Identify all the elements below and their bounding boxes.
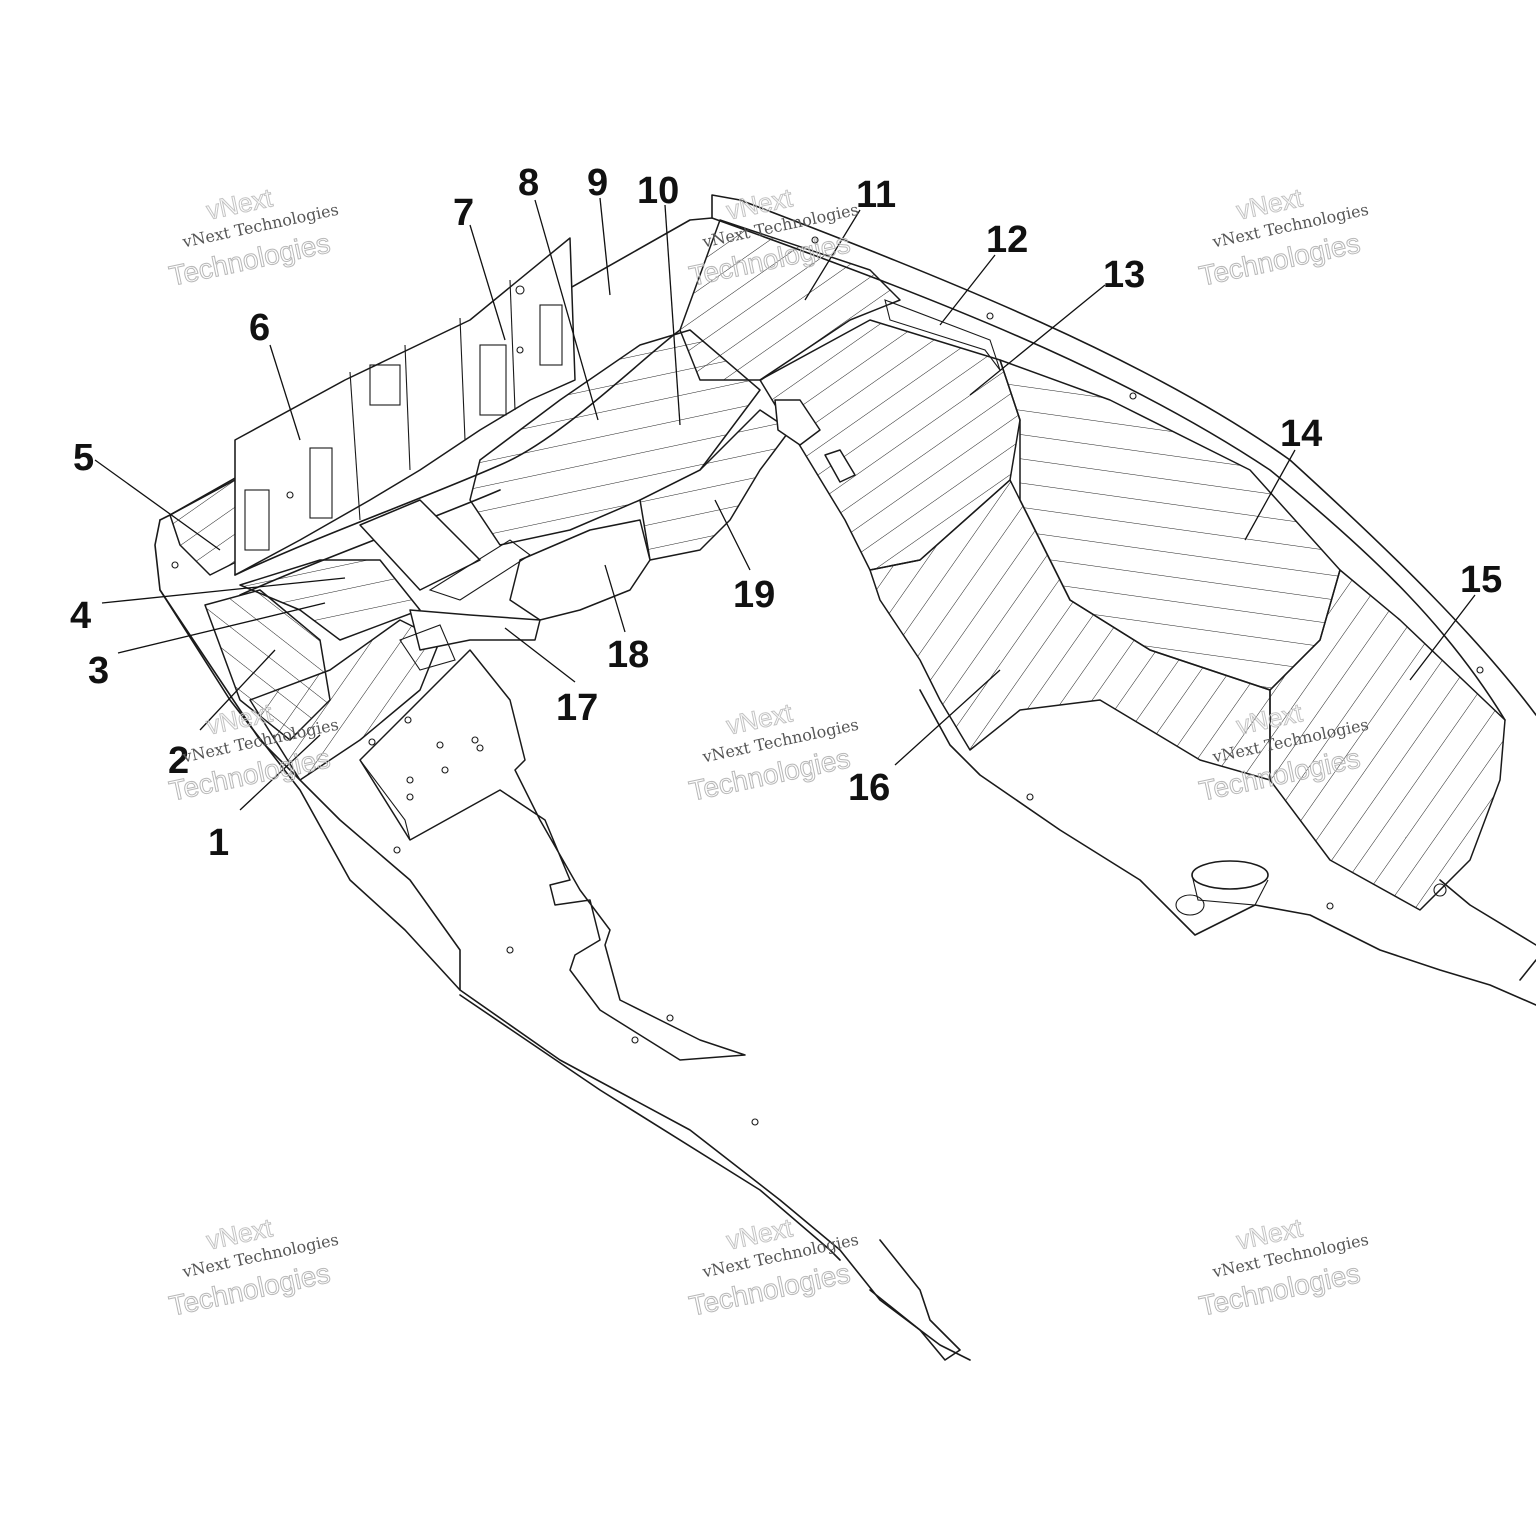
watermark: vNext vNext Technologies Technologies (166, 1212, 340, 1322)
watermark: vNext vNext Technologies Technologies (166, 182, 340, 292)
callout-7: 7 (453, 192, 474, 234)
callout-13: 13 (1103, 254, 1145, 296)
panel-16 (869, 479, 1271, 781)
leader-6 (269, 344, 301, 441)
watermark: vNext vNext Technologies Technologies (686, 1212, 860, 1322)
firewall (234, 237, 681, 601)
panel-11 (679, 219, 901, 381)
callout-11: 11 (856, 174, 896, 216)
leader-11 (804, 209, 861, 301)
leader-5 (94, 459, 221, 551)
callout-16: 16 (848, 767, 890, 809)
callout-15: 15 (1460, 559, 1502, 601)
leader-19 (714, 499, 751, 571)
watermark: vNext vNext Technologies Technologies (686, 697, 860, 807)
leader-15 (1409, 594, 1476, 681)
callout-labels: 1 2 3 4 5 6 7 8 9 10 11 12 13 14 15 16 1… (70, 162, 1502, 864)
panel-18 (509, 519, 651, 621)
callout-2: 2 (168, 740, 189, 782)
callout-6: 6 (249, 307, 270, 349)
callout-12: 12 (986, 219, 1028, 261)
details (171, 236, 1484, 1126)
panel-5 (169, 479, 241, 576)
leader-3 (117, 602, 326, 654)
watermark: vNext vNext Technologies Technologies (1196, 182, 1370, 292)
callout-14: 14 (1280, 413, 1322, 455)
leader-1 (239, 734, 321, 811)
callout-1: 1 (208, 822, 229, 864)
leader-12 (939, 254, 996, 326)
leader-17 (504, 627, 576, 683)
panel-19 (639, 409, 791, 561)
callout-17: 17 (556, 687, 598, 729)
callout-18: 18 (607, 634, 649, 676)
watermark: vNext vNext Technologies Technologies (1196, 1212, 1370, 1322)
leader-14 (1244, 449, 1296, 541)
callout-5: 5 (73, 437, 94, 479)
callout-9: 9 (587, 162, 608, 204)
callout-8: 8 (518, 162, 539, 204)
leader-lines (94, 197, 1476, 811)
panel-1 (249, 619, 441, 781)
leader-7 (469, 224, 506, 341)
callout-3: 3 (88, 650, 109, 692)
leader-18 (604, 564, 626, 633)
callout-19: 19 (733, 574, 775, 616)
leader-10 (664, 204, 681, 426)
leader-16 (894, 669, 1001, 766)
leader-2 (199, 649, 276, 731)
leader-13 (969, 284, 1106, 396)
callout-10: 10 (637, 170, 679, 212)
leader-4 (101, 577, 346, 604)
leader-8 (534, 199, 599, 421)
leader-9 (599, 197, 611, 296)
carpet-panels (169, 219, 1506, 911)
panel-15 (1269, 569, 1506, 911)
callout-4: 4 (70, 595, 91, 637)
panel-4 (239, 559, 421, 641)
body-shell (154, 194, 1536, 1361)
